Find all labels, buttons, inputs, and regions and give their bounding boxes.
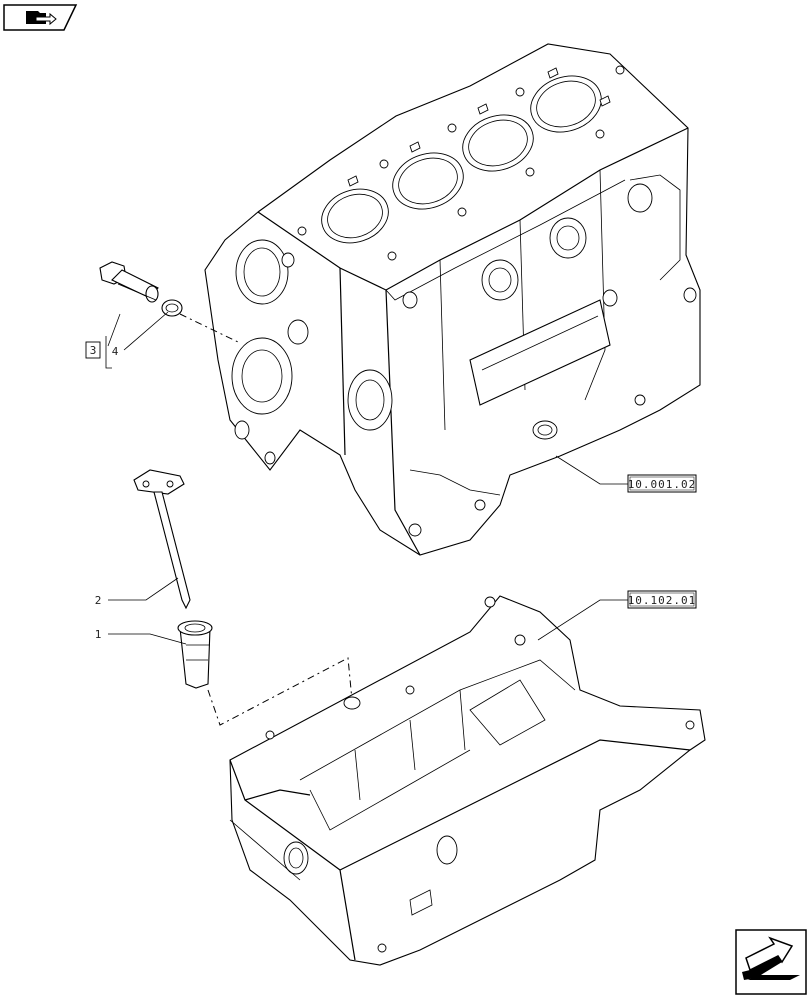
bracket-3-4 <box>105 336 112 369</box>
ref-engine-block-text: 10.001.02 <box>628 478 697 491</box>
ref-oil-sump[interactable]: 10.102.01 <box>627 590 697 609</box>
dipstick <box>133 469 191 610</box>
callout-4: 4 <box>112 345 119 358</box>
folder-arrow-icon[interactable] <box>3 4 78 31</box>
callout-2: 2 <box>95 594 102 607</box>
oil-filler-tube <box>177 620 213 689</box>
ref-engine-block[interactable]: 10.001.02 <box>627 474 697 493</box>
leader-line-sump-ref <box>537 599 628 641</box>
callout-box-3 <box>85 341 101 359</box>
ref-oil-sump-text: 10.102.01 <box>628 594 697 607</box>
next-page-arrow-icon[interactable] <box>735 929 807 995</box>
assembly-line-tube <box>207 657 353 726</box>
engine-block-drawing <box>204 43 701 556</box>
assembly-line-fitting <box>179 313 239 343</box>
sealing-washer <box>161 299 183 317</box>
leader-line-3 <box>107 313 121 347</box>
leader-line-2 <box>108 577 179 601</box>
leader-line-4 <box>123 311 169 351</box>
callout-3: 3 <box>90 344 97 357</box>
oil-sump-drawing <box>229 595 706 966</box>
callout-1: 1 <box>95 628 102 641</box>
leader-line-engine-ref <box>555 455 628 485</box>
union-fitting <box>99 261 159 303</box>
leader-line-1 <box>108 633 187 645</box>
